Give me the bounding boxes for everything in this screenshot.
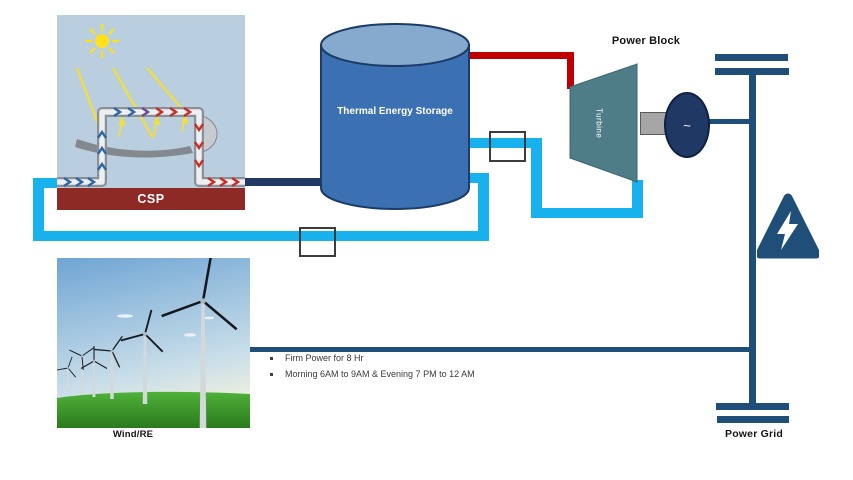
csp-banner: CSP	[57, 188, 245, 210]
cold-pipe-csp-stub	[33, 178, 60, 188]
thermal-storage-label: Thermal Energy Storage	[337, 106, 453, 117]
cold-pipe-tank-to-valve	[466, 138, 542, 148]
wind-turbine-4	[94, 335, 123, 399]
cold-pipe-bottom-run	[33, 231, 489, 241]
thermal-storage-tank	[318, 20, 472, 212]
power-grid-label: Power Grid	[724, 428, 783, 440]
wind-to-bus-wire	[250, 347, 751, 352]
bus-bottom-bar-2	[717, 416, 789, 423]
cold-pipe-tank-down	[478, 173, 489, 241]
reflected-ray-heads	[118, 113, 189, 126]
generator-to-bus-wire	[705, 119, 751, 124]
wind-turbine-1	[56, 356, 77, 392]
turbine-label: Turbine	[594, 107, 604, 139]
cold-pipe-mid-down	[531, 138, 542, 218]
notes-list: Firm Power for 8 Hr Morning 6AM to 9AM &…	[270, 353, 475, 381]
wind-turbine-3	[80, 346, 108, 397]
csp-pipe-loop	[57, 107, 245, 187]
csp-to-tank-pipe	[244, 178, 322, 186]
grass	[57, 391, 250, 428]
wind-turbine-5	[120, 309, 164, 404]
generator: ~	[664, 92, 710, 158]
heat-exchanger-lower	[299, 227, 336, 257]
cold-pipe-turbine-riser	[632, 180, 643, 218]
cold-pipe-mid-run	[531, 208, 643, 218]
wind-turbines-photo	[56, 257, 250, 428]
bus-bottom-bar-1	[716, 403, 789, 410]
wind-turbine-6	[161, 257, 238, 428]
cold-flow-arrows	[63, 107, 137, 187]
wind-re-label: Wind/RE	[112, 429, 154, 440]
hot-flow-arrows	[155, 107, 241, 187]
hot-pipe-vertical	[567, 52, 574, 89]
turbine-shape	[568, 62, 640, 184]
bus-top-bar-2	[715, 68, 789, 75]
sun-icon	[85, 24, 119, 58]
list-item: Morning 6AM to 9AM & Evening 7 PM to 12 …	[270, 369, 475, 381]
cold-pipe-left-riser	[33, 178, 44, 241]
bus-top-bar-1	[715, 54, 788, 61]
note-text: Firm Power for 8 Hr	[285, 353, 364, 363]
list-item: Firm Power for 8 Hr	[270, 353, 475, 365]
heat-exchanger-upper	[489, 131, 526, 162]
power-block-title: Power Block	[611, 35, 681, 47]
note-text: Morning 6AM to 9AM & Evening 7 PM to 12 …	[285, 369, 475, 379]
generator-symbol: ~	[683, 117, 691, 133]
bullet-icon	[270, 357, 273, 360]
csp-collector-illustration	[57, 15, 245, 188]
cold-pipe-tank-stub	[456, 173, 489, 183]
lightning-icon	[755, 191, 821, 263]
hot-pipe-horizontal	[468, 52, 574, 59]
bullet-icon	[270, 373, 273, 376]
turbine-shaft	[640, 112, 667, 135]
csp-label: CSP	[137, 192, 165, 206]
clouds	[117, 314, 214, 337]
wind-turbine-2	[69, 347, 94, 395]
bus-vertical	[749, 75, 756, 406]
